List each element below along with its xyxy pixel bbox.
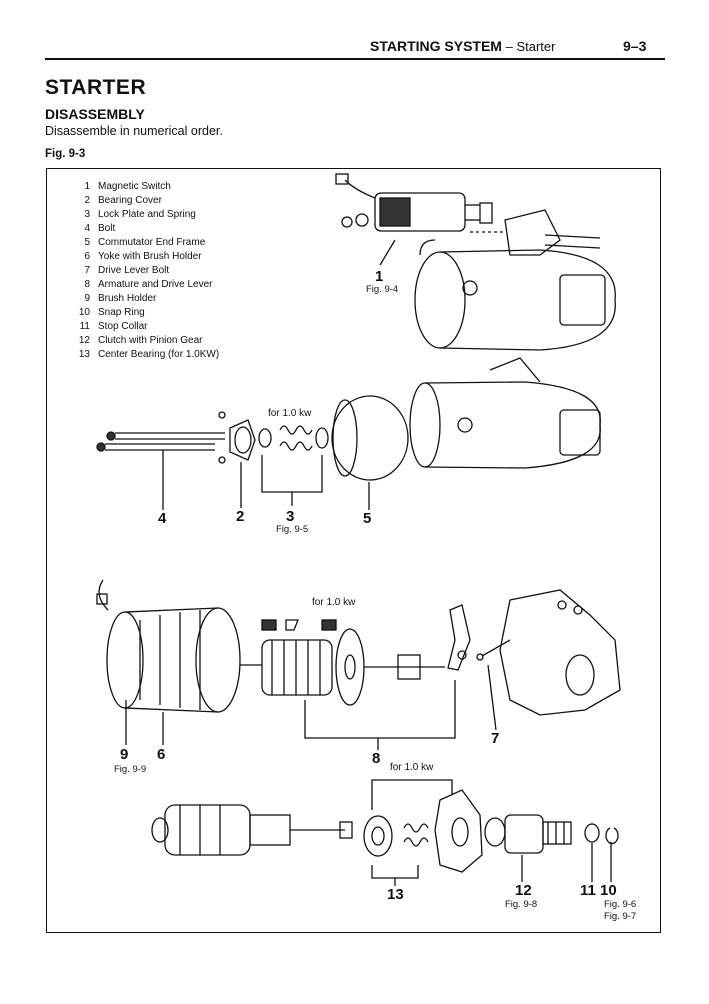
stop-collar-drawing <box>584 823 600 843</box>
fig-ref-9-7: Fig. 9-7 <box>604 911 637 922</box>
fig-ref-9-9: Fig. 9-9 <box>114 764 147 775</box>
fig-ref-9-6: Fig. 9-6 <box>604 899 637 910</box>
magnetic-switch-drawing <box>335 173 493 232</box>
note-for-1kw-c: for 1.0 kw <box>390 762 434 773</box>
callout-3: 3 <box>286 508 295 525</box>
leader-1 <box>379 239 396 266</box>
center-bearing-drawing <box>363 789 483 873</box>
armature-drawing <box>240 628 445 706</box>
drive-housing-drawing <box>499 589 621 716</box>
callout-8: 8 <box>372 750 381 767</box>
drive-lever-bolt-drawing <box>476 639 511 661</box>
note-for-1kw-a: for 1.0 kw <box>268 408 312 419</box>
armature-shaft-drawing <box>151 804 353 856</box>
page-number: 9–3 <box>623 38 647 54</box>
bracket-8b <box>371 779 453 810</box>
callout-6: 6 <box>157 746 166 763</box>
fig-ref-9-4: Fig. 9-4 <box>366 284 399 295</box>
callout-4: 4 <box>158 510 167 527</box>
note-for-1kw-b: for 1.0 kw <box>312 597 356 608</box>
clutch-drawing <box>484 814 572 854</box>
callout-2: 2 <box>236 508 245 525</box>
brush-parts-drawing <box>261 619 337 631</box>
snap-ring-drawing <box>605 827 619 845</box>
intro-text: Disassemble in numerical order. <box>45 124 223 138</box>
yoke-drawing <box>96 579 241 713</box>
header-rule <box>45 58 665 60</box>
header-separator: – <box>501 39 517 54</box>
bracket-3 <box>261 455 323 506</box>
starter-assembly-top <box>414 209 616 351</box>
drive-lever-drawing <box>447 604 471 671</box>
figure-label: Fig. 9-3 <box>45 148 86 160</box>
header-subsection: Starter <box>516 39 556 54</box>
bracket-8 <box>304 680 456 750</box>
bracket-13 <box>371 865 419 886</box>
bolts-drawing <box>96 431 225 452</box>
callout-12: 12 <box>515 882 532 899</box>
lock-plate-spring-drawing <box>258 425 329 451</box>
header-section: STARTING SYSTEM <box>370 38 502 54</box>
leader-7 <box>487 664 497 731</box>
callout-10: 10 <box>600 882 617 899</box>
starter-body-middle <box>409 357 601 469</box>
callout-13: 13 <box>387 886 404 903</box>
running-header: STARTING SYSTEM – Starter <box>370 38 555 54</box>
callout-5: 5 <box>363 510 372 527</box>
figure-frame <box>46 168 661 933</box>
page-title: STARTER <box>45 76 147 99</box>
callout-9: 9 <box>120 746 129 763</box>
fig-ref-9-5: Fig. 9-5 <box>276 524 309 535</box>
section-subtitle: DISASSEMBLY <box>45 106 145 122</box>
callout-1: 1 <box>375 268 384 285</box>
callout-7: 7 <box>491 730 500 747</box>
fig-ref-9-8: Fig. 9-8 <box>505 899 538 910</box>
callout-11: 11 <box>580 882 596 899</box>
bearing-cover-drawing <box>218 411 256 464</box>
commutator-end-frame-drawing <box>331 395 409 481</box>
